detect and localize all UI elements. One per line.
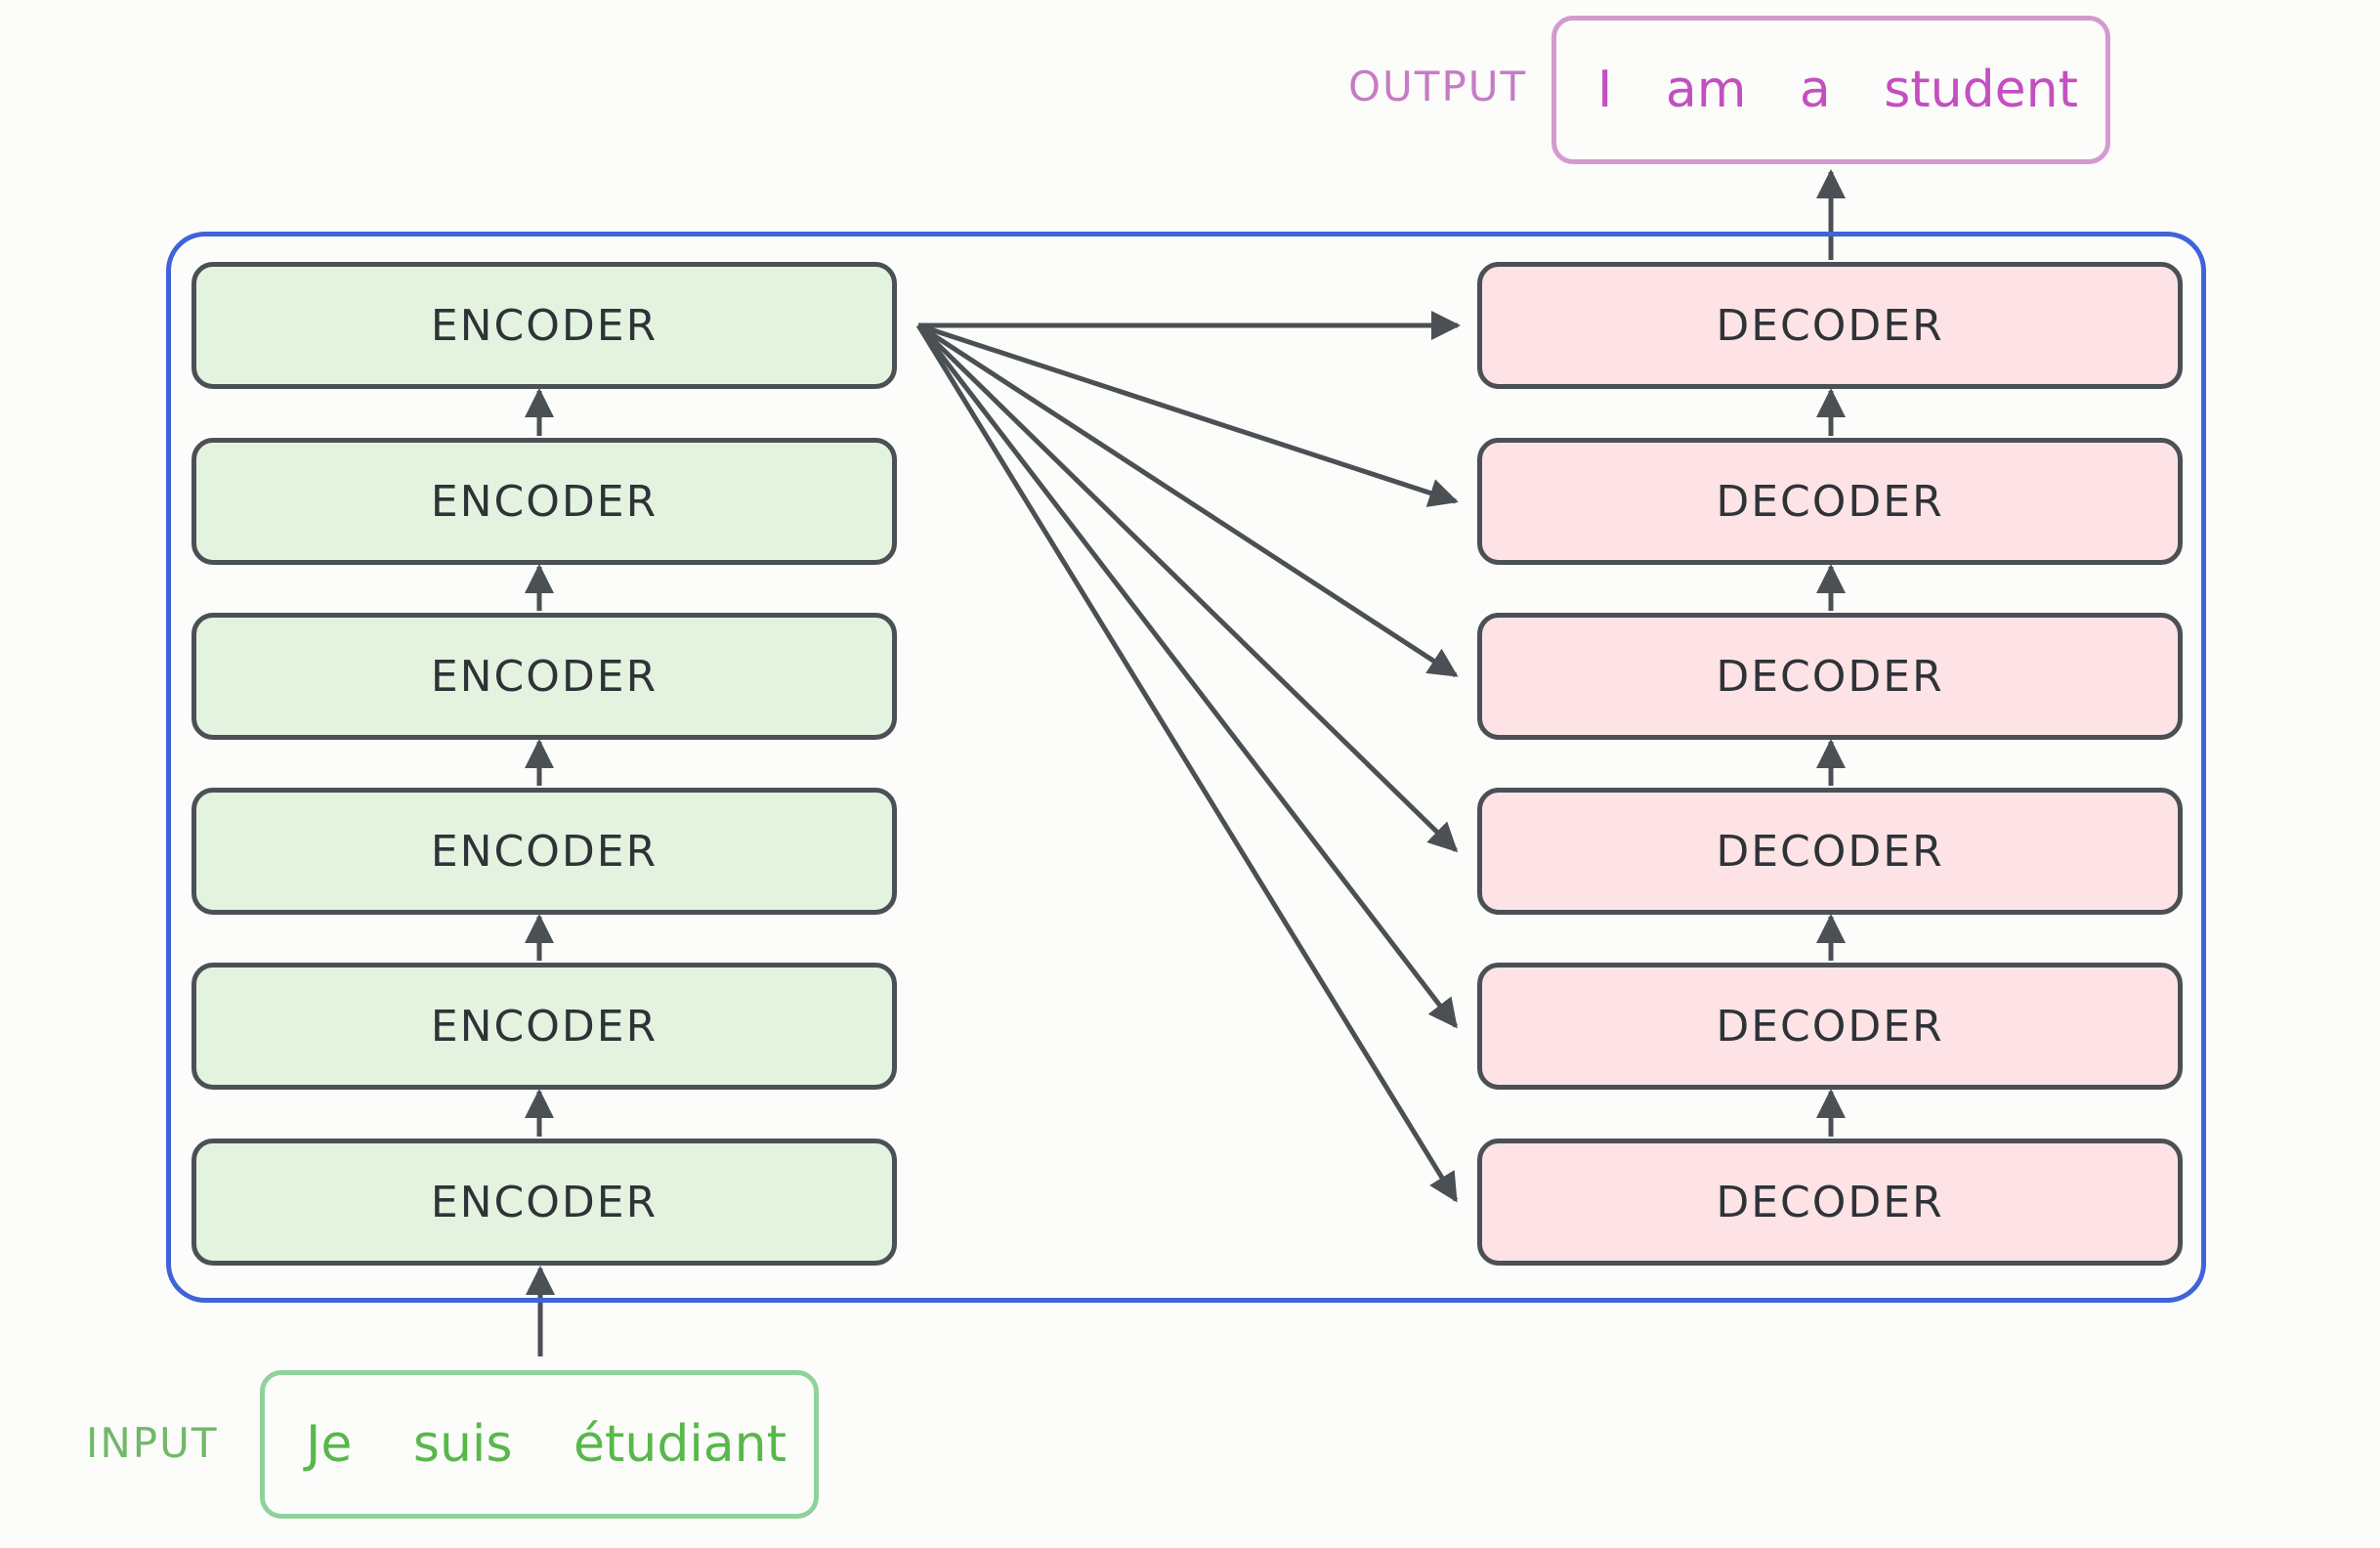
output-sentence-box: I am a student: [1551, 16, 2110, 164]
encoder-to-decoder-arrow: [916, 323, 1459, 853]
input-label: INPUT: [86, 1419, 219, 1467]
encoder-block-2: ENCODER: [191, 963, 897, 1090]
encoder-block-5: ENCODER: [191, 438, 897, 565]
output-word: student: [1884, 61, 2078, 119]
decoder-block-2: DECODER: [1477, 963, 2183, 1090]
input-sentence-box: Je suis étudiant: [260, 1370, 819, 1519]
output-word: am: [1665, 61, 1747, 119]
encoder-decoder-stack-frame: [166, 232, 2206, 1303]
encoder-to-decoder-arrow: [915, 323, 1459, 1203]
decoder-block-3: DECODER: [1477, 788, 2183, 915]
output-label: OUTPUT: [1348, 63, 1528, 110]
encoder-block-4: ENCODER: [191, 613, 897, 740]
decoder-block-1: DECODER: [1477, 1139, 2183, 1266]
input-word: Je: [306, 1415, 353, 1474]
output-word: a: [1799, 61, 1831, 119]
encoder-block-1: ENCODER: [191, 1139, 897, 1266]
encoder-block-6: ENCODER: [191, 262, 897, 389]
encoder-to-decoder-arrow: [917, 322, 1459, 507]
encoder-to-decoder-arrow: [916, 323, 1458, 1029]
decoder-block-5: DECODER: [1477, 438, 2183, 565]
input-word: suis: [412, 1415, 513, 1474]
output-word: I: [1597, 61, 1613, 119]
decoder-block-4: DECODER: [1477, 613, 2183, 740]
input-word: étudiant: [573, 1415, 786, 1474]
encoder-block-3: ENCODER: [191, 788, 897, 915]
encoder-to-decoder-arrow: [916, 322, 1459, 678]
decoder-block-6: DECODER: [1477, 262, 2183, 389]
